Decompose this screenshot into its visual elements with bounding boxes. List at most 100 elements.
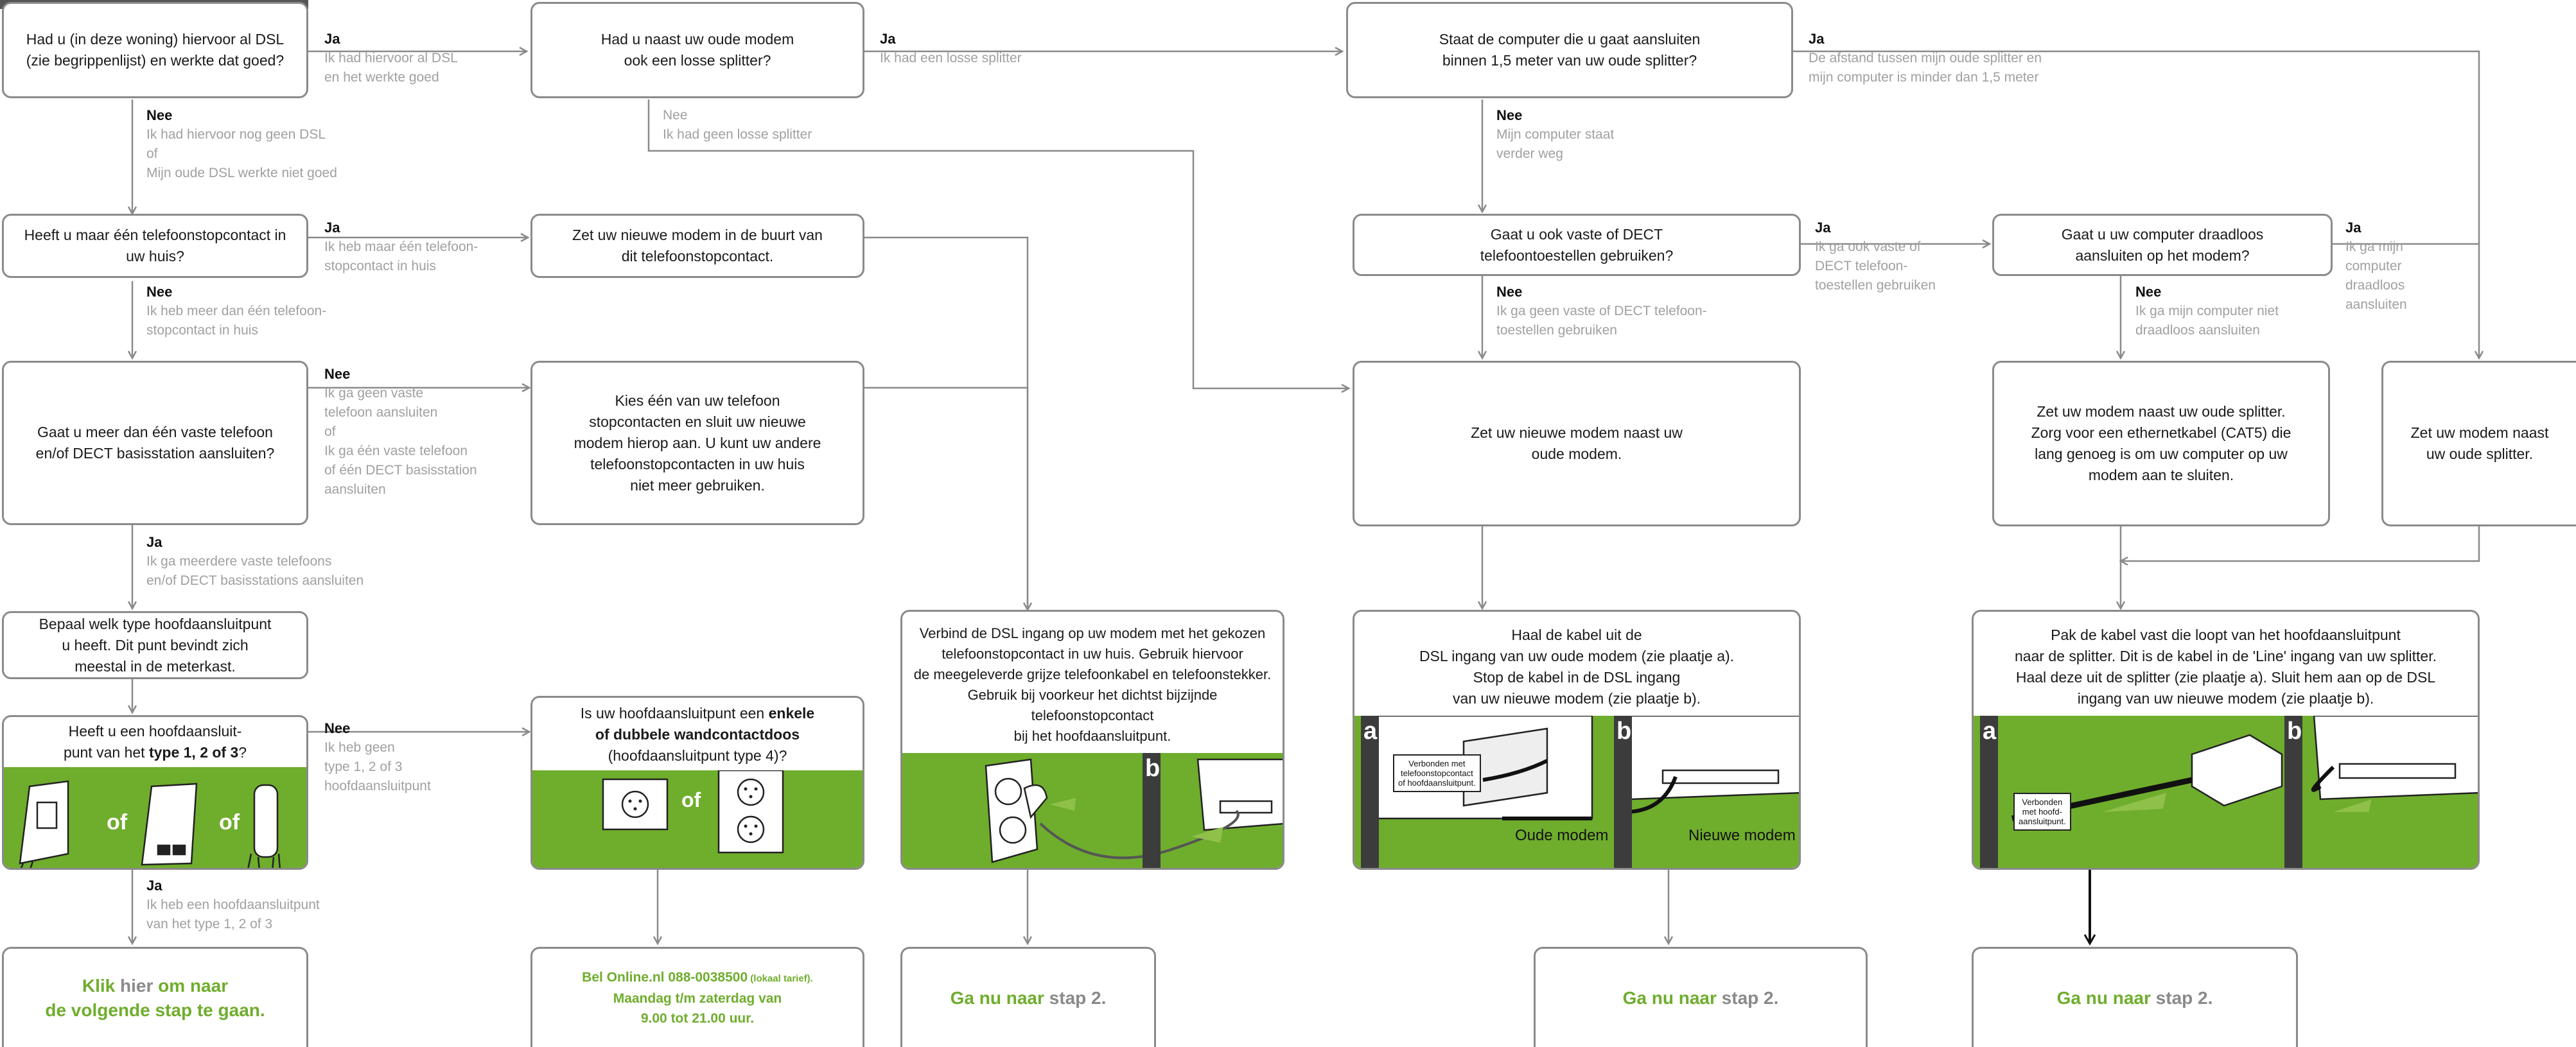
s1-line1: Verbind de DSL ingang op uw modem met he… xyxy=(919,625,1266,641)
s3-note-l3: aansluitpunt. xyxy=(2019,817,2066,826)
s2-line4: van uw nieuwe modem (zie plaatje b). xyxy=(1452,690,1701,707)
q7-yes-l2: en/of DECT basisstations aansluiten xyxy=(146,573,364,588)
q6-no-title: Nee xyxy=(2135,284,2162,300)
q3-line2: binnen 1,5 meter van uw oude splitter? xyxy=(1442,52,1697,69)
q3-yes-title: Ja xyxy=(1809,31,1825,47)
q7-no-l5: of één DECT basisstation xyxy=(324,463,477,478)
divider-bar-b xyxy=(2284,716,2302,868)
q6-yes-l2: computer xyxy=(2345,259,2402,273)
q5-line1: Gaat u ook vaste of DECT xyxy=(1490,225,1663,243)
goto-step2-button-2[interactable]: Ga nu naar stap 2. xyxy=(1534,947,1868,1047)
socket-plug-modem-drawing xyxy=(985,758,1283,863)
q6-yes-title: Ja xyxy=(2345,220,2361,236)
q4-no-l1: Ik heb meer dan één telefoon- xyxy=(146,304,327,318)
next-step-link[interactable]: Klik hier om naar de volgende stap te ga… xyxy=(2,947,308,1047)
type-4-sockets xyxy=(602,770,784,854)
divider-bar-a xyxy=(1980,716,1998,868)
q8-yes-l2: van het type 1, 2 of 3 xyxy=(146,917,273,931)
s1-line5: bij het hoofdaansluitpunt. xyxy=(1013,728,1171,744)
question-dsl-before: Had u (in deze woning) hiervoor al DSL(z… xyxy=(2,2,308,98)
cta1-klik[interactable]: Klik xyxy=(82,975,116,996)
a4-line2: Zorg voor een ethernetkabel (CAT5) die xyxy=(2031,424,2291,441)
q7-yes-l1: Ik ga meerdere vaste telefoons xyxy=(146,554,332,569)
cta1-rest: om naar xyxy=(158,975,229,996)
q5-line2: telefoontoestellen gebruiken? xyxy=(1480,247,1674,264)
goto-step2-button-3[interactable]: Ga nu naar stap 2. xyxy=(1972,947,2298,1047)
connection-types-illustration: of of xyxy=(4,767,306,868)
a4-line4: modem aan te sluiten. xyxy=(2088,467,2234,483)
q3-line1: Staat de computer die u gaat aansluiten xyxy=(1439,31,1701,48)
q5-no-l2: toestellen gebruiken xyxy=(1496,323,1617,338)
q2-yes-title: Ja xyxy=(880,31,896,47)
a2-line2: stopcontacten en sluit uw nieuwe xyxy=(589,413,806,430)
s3-line3: Haal deze uit de splitter (zie plaatje a… xyxy=(2015,669,2436,686)
question-one-phone-socket: Heeft u maar één telefoonstopcontact in u… xyxy=(2,214,308,278)
q1-yes-title: Ja xyxy=(324,31,340,47)
q1-line2: (zie begrippenlijst) en werkte dat goed? xyxy=(26,52,285,69)
s3-note-l2: met hoofd- xyxy=(2022,807,2062,817)
goto-step2-button-1[interactable]: Ga nu naar stap 2. xyxy=(900,947,1156,1047)
of-label-3: of xyxy=(681,788,701,811)
caption-old-modem: Oude modem xyxy=(1515,827,1609,844)
q1-no-l1: Ik had hiervoor nog geen DSL xyxy=(146,127,326,142)
q7-no-l3: of xyxy=(324,424,336,439)
q9-line1b: enkele xyxy=(768,705,815,722)
q8-no-l3: hoofdaansluitpunt xyxy=(324,779,431,793)
picture-label-a: a xyxy=(1363,718,1378,745)
q3-no-l1: Mijn computer staat xyxy=(1496,127,1615,142)
cta4-stap[interactable]: stap 2. xyxy=(1721,987,1779,1008)
q1-no-l3: Mijn oude DSL werkte niet goed xyxy=(146,166,337,180)
modem-cable-drawing xyxy=(1372,716,1799,820)
cta1-hier-link[interactable]: hier xyxy=(115,975,159,996)
q9-line3: (hoofdaansluitpunt type 4)? xyxy=(608,747,787,764)
q4-yes-title: Ja xyxy=(324,220,340,236)
q4-line1: Heeft u maar één telefoonstopcontact in xyxy=(24,227,286,243)
cta2-days: Maandag t/m zaterdag van xyxy=(613,991,782,1006)
a5-line2: uw oude splitter. xyxy=(2426,446,2534,462)
q4-no-l2: stopcontact in huis xyxy=(146,323,258,338)
q5-no-answer: Nee Ik ga geen vaste of DECT telefoon-to… xyxy=(1496,282,1707,340)
caption-new-modem: Nieuwe modem xyxy=(1688,827,1796,844)
q8-no-l1: Ik heb geen xyxy=(324,740,395,755)
s2-note-l1: Verbonden met xyxy=(1408,759,1466,768)
q2-line2: ook een losse splitter? xyxy=(624,52,771,69)
q4-yes-l2: stopcontact in huis xyxy=(324,259,436,273)
picture-label-b: b xyxy=(1145,755,1161,782)
cta2-hours: 9.00 tot 21.00 uur. xyxy=(640,1011,755,1026)
of-label-1: of xyxy=(107,810,128,835)
q7-line2: en/of DECT basisstation aansluiten? xyxy=(35,445,275,462)
q2-line1: Had u naast uw oude modem xyxy=(600,31,794,48)
q5-yes-title: Ja xyxy=(1815,220,1831,236)
q8-line2b: type 1, 2 of 3 xyxy=(148,744,239,761)
s2-note-l2: telefoonstopcontact xyxy=(1400,768,1473,778)
q6-line2: aansluiten op het modem? xyxy=(2075,247,2250,264)
cta3-stap[interactable]: stap 2. xyxy=(1049,987,1107,1008)
q9-line2: of dubbele wandcontactdoos xyxy=(595,726,800,743)
q7-no-l2: telefoon aansluiten xyxy=(324,405,438,420)
q8-line2a: punt van het xyxy=(63,744,149,761)
q3-yes-l1: De afstand tussen mijn oude splitter en xyxy=(1809,51,2042,65)
cta5-stap[interactable]: stap 2. xyxy=(2155,987,2213,1008)
picture-label-b: b xyxy=(1617,718,1632,745)
a2-line1: Kies één van uw telefoon xyxy=(615,392,780,409)
divider-bar-a xyxy=(1361,716,1379,868)
q4-line2: uw huis? xyxy=(126,248,184,264)
question-separate-splitter: Had u naast uw oude modem ook een losse s… xyxy=(530,2,864,98)
s3-line2: naar de splitter. Dit is de kabel in de … xyxy=(2014,648,2437,664)
q4-no-answer: Nee Ik heb meer dan één telefoon-stopcon… xyxy=(146,282,326,340)
